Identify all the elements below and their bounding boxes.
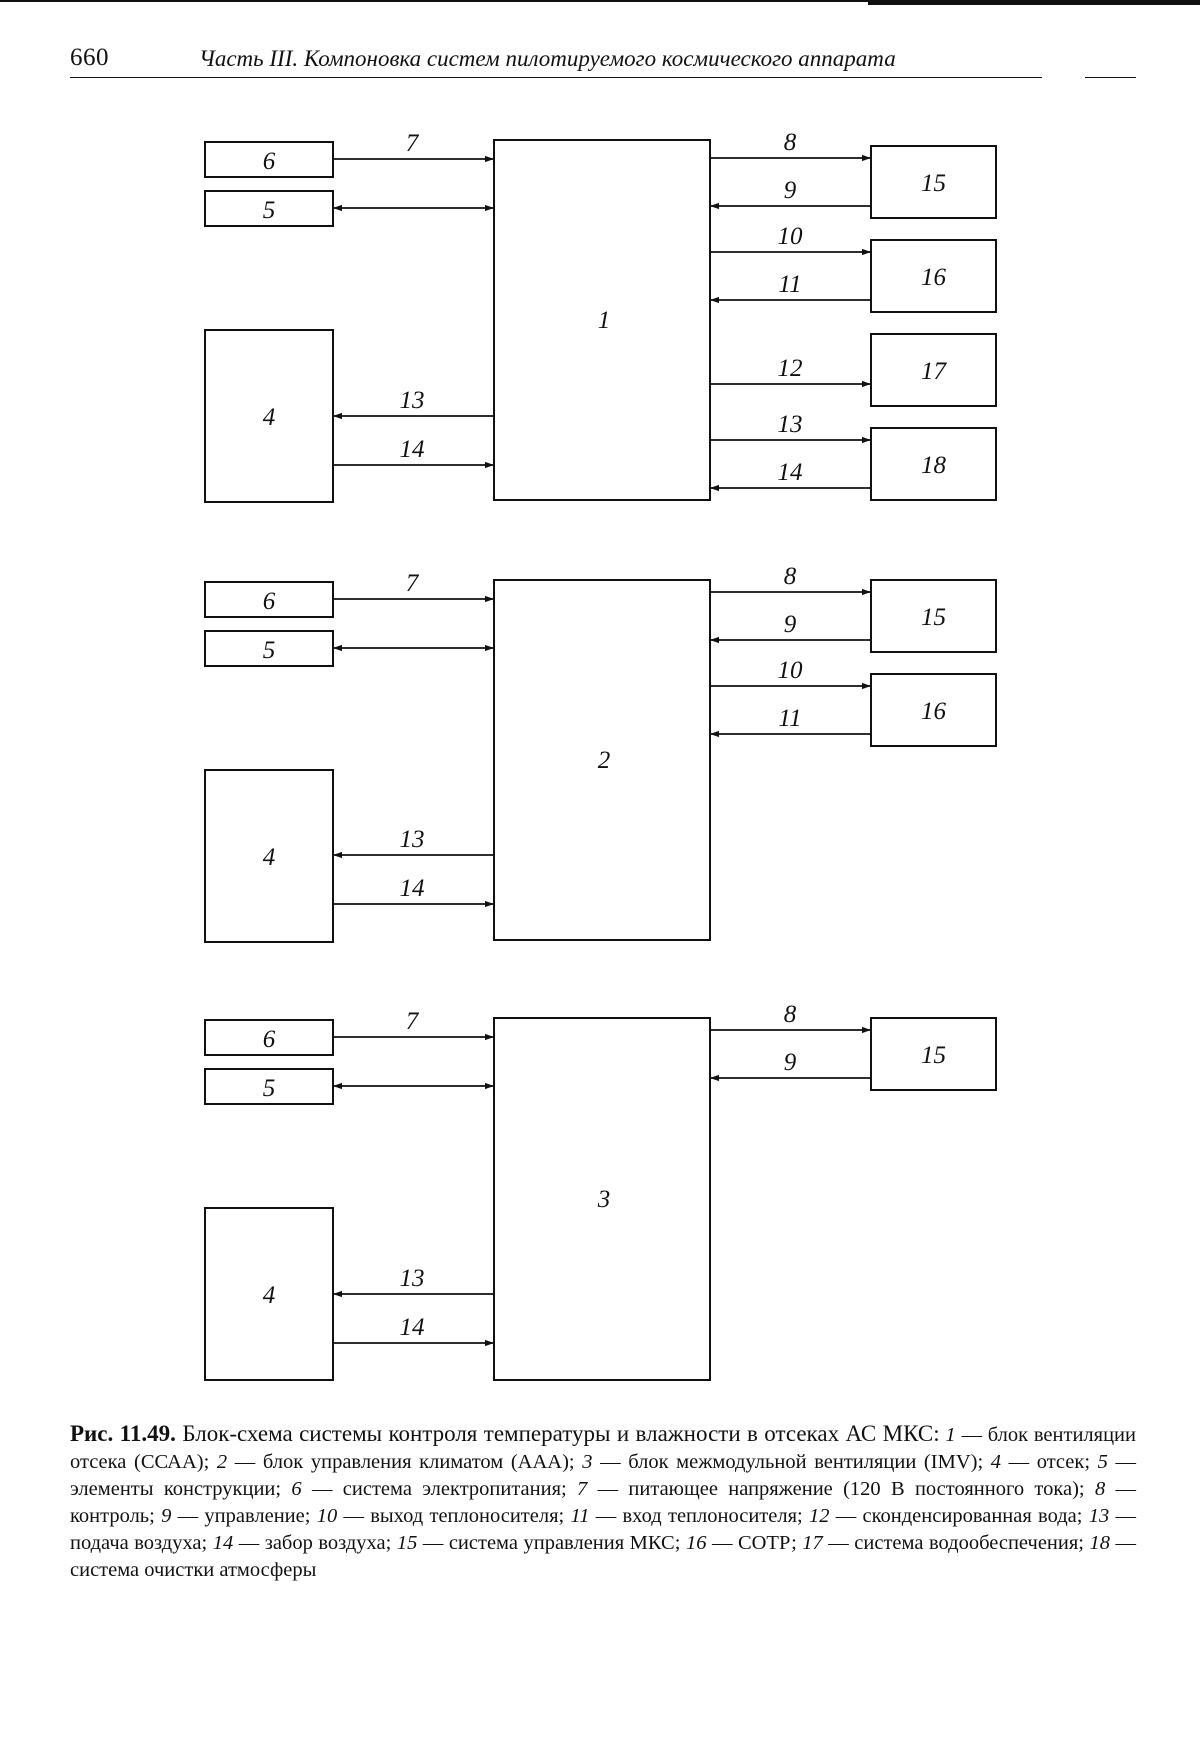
link-label-7: 7 (406, 1008, 420, 1035)
link-label-14: 14 (400, 1314, 425, 1341)
caption-item: 7 — питающее напряжение (120 В постоянно… (577, 1478, 1095, 1500)
label-4: 4 (263, 844, 276, 871)
caption-item-number: 11 (570, 1505, 589, 1527)
caption-item: 9 — управление; (161, 1505, 317, 1527)
caption-item: 10 — выход теплоносителя; (317, 1505, 571, 1527)
label-16: 16 (921, 698, 947, 725)
label-15: 15 (921, 170, 946, 197)
caption-item-number: 13 (1089, 1505, 1110, 1527)
link-label-13: 13 (400, 1265, 425, 1292)
caption-item-text: — выход теплоносителя; (337, 1505, 570, 1527)
label-5: 5 (263, 197, 276, 224)
caption-item-text: — система электропитания; (302, 1478, 577, 1500)
link-label-7: 7 (406, 570, 420, 597)
link-label-12: 12 (778, 355, 803, 382)
label-6: 6 (263, 588, 276, 615)
label-16: 16 (921, 264, 947, 291)
link-label-13: 13 (400, 387, 425, 414)
label-6: 6 (263, 148, 276, 175)
caption-item-number: 6 (291, 1478, 301, 1500)
caption-item-number: 15 (397, 1532, 418, 1554)
caption-item-number: 9 (161, 1505, 171, 1527)
caption-item-text: — вход теплоносителя; (589, 1505, 809, 1527)
caption-item-number: 2 (217, 1451, 227, 1473)
caption-item-number: 10 (317, 1505, 338, 1527)
link-label-11: 11 (778, 271, 801, 298)
caption-item: 16 — СОТР; (686, 1532, 802, 1554)
label-4: 4 (263, 1282, 276, 1309)
figure-number: Рис. 11.49. (70, 1421, 176, 1446)
link-label-13: 13 (400, 826, 425, 853)
caption-item-text: — система управления МКС; (417, 1532, 686, 1554)
caption-item-number: 8 (1095, 1478, 1105, 1500)
figure-caption: Рис. 11.49. Блок-схема системы контроля … (70, 1420, 1136, 1584)
caption-item: 2 — блок управления климатом (ААА); (217, 1451, 582, 1473)
block-label-2: 2 (598, 747, 611, 774)
caption-item-text: — отсек; (1001, 1451, 1098, 1473)
link-label-14: 14 (400, 436, 425, 463)
caption-item-text: — сконденсированная вода; (829, 1505, 1088, 1527)
label-5: 5 (263, 637, 276, 664)
link-label-7: 7 (406, 130, 420, 157)
link-label-14: 14 (778, 459, 803, 486)
caption-item-number: 16 (686, 1532, 707, 1554)
link-label-11: 11 (778, 705, 801, 732)
caption-item: 11 — вход теплоносителя; (570, 1505, 809, 1527)
label-15: 15 (921, 604, 946, 631)
caption-item-number: 5 (1098, 1451, 1108, 1473)
link-label-8: 8 (784, 129, 797, 156)
caption-item-text: — забор воздуха; (233, 1532, 397, 1554)
caption-item-number: 4 (991, 1451, 1001, 1473)
caption-item-text: — система водообеспечения; (823, 1532, 1090, 1554)
caption-item-text: — блок межмодульной вентиляции (IMV); (592, 1451, 990, 1473)
caption-item-number: 12 (809, 1505, 830, 1527)
caption-item-text: — управление; (171, 1505, 316, 1527)
link-label-13: 13 (778, 411, 803, 438)
label-17: 17 (921, 358, 948, 385)
caption-item-text: — СОТР; (706, 1532, 802, 1554)
label-15: 15 (921, 1042, 946, 1069)
caption-item-number: 18 (1090, 1532, 1111, 1554)
link-label-9: 9 (784, 611, 797, 638)
caption-legend: 1 — блок вентиляции отсека (ССАА); 2 — б… (70, 1424, 1136, 1581)
caption-item-text: — питающее напряжение (120 В постоянного… (587, 1478, 1095, 1500)
caption-item: 14 — забор воздуха; (213, 1532, 397, 1554)
caption-item: 15 — система управления МКС; (397, 1532, 686, 1554)
caption-item-number: 7 (577, 1478, 587, 1500)
figure-title: Блок-схема системы контроля температуры … (182, 1421, 939, 1446)
block-label-1: 1 (598, 307, 611, 334)
link-label-14: 14 (400, 875, 425, 902)
caption-item: 6 — система электропитания; (291, 1478, 577, 1500)
link-label-10: 10 (778, 223, 804, 250)
caption-item: 4 — отсек; (991, 1451, 1098, 1473)
label-6: 6 (263, 1026, 276, 1053)
label-4: 4 (263, 404, 276, 431)
caption-item: 17 — система водообеспечения; (802, 1532, 1089, 1554)
block-label-3: 3 (597, 1186, 611, 1213)
caption-item-text: — блок управления климатом (ААА); (227, 1451, 582, 1473)
link-label-9: 9 (784, 1049, 797, 1076)
caption-item: 3 — блок межмодульной вентиляции (IMV); (582, 1451, 991, 1473)
link-label-9: 9 (784, 177, 797, 204)
link-label-8: 8 (784, 563, 797, 590)
label-18: 18 (921, 452, 947, 479)
caption-item-number: 17 (802, 1532, 823, 1554)
label-5: 5 (263, 1075, 276, 1102)
caption-item-number: 1 (945, 1424, 955, 1446)
caption-item-number: 3 (582, 1451, 592, 1473)
caption-item-number: 14 (213, 1532, 234, 1554)
link-label-8: 8 (784, 1001, 797, 1028)
caption-item: 12 — сконденсированная вода; (809, 1505, 1089, 1527)
link-label-10: 10 (778, 657, 804, 684)
